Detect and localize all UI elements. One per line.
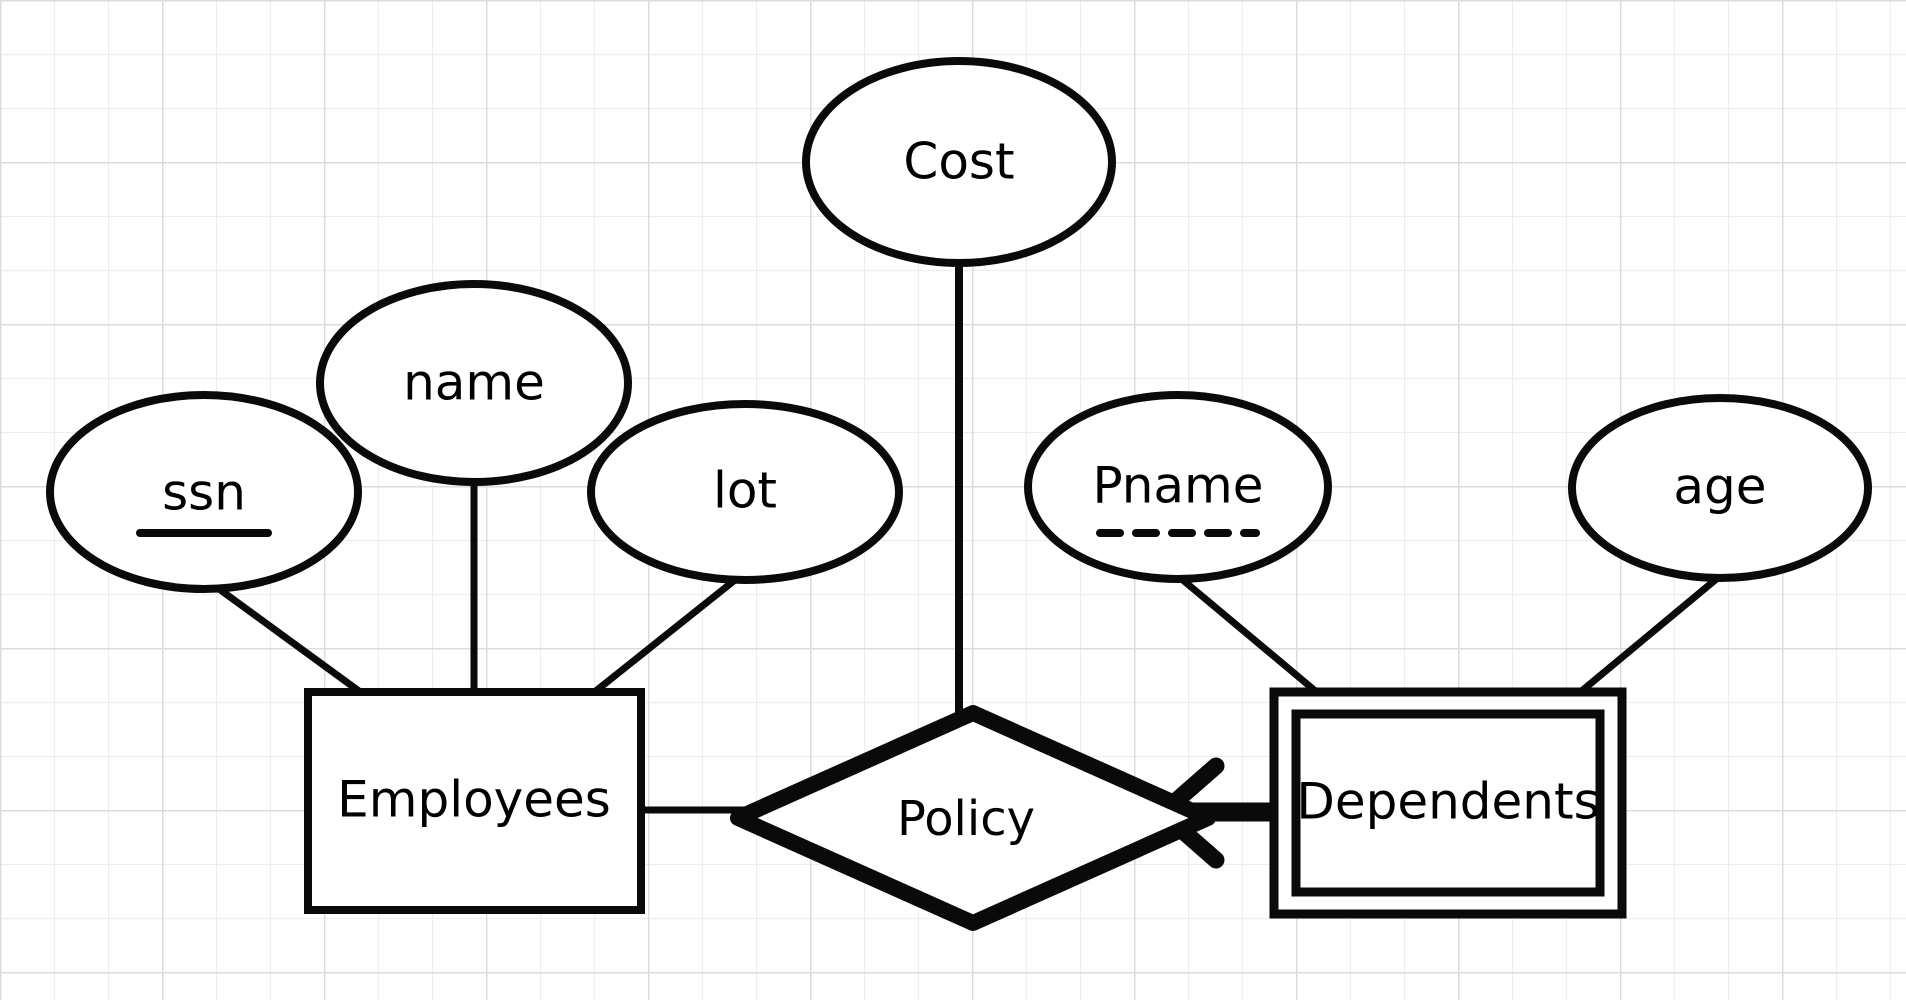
attribute-label-cost: Cost [903,133,1014,191]
attribute-label-age: age [1673,458,1766,516]
relationship-label-policy: Policy [897,791,1035,847]
attribute-ellipse [46,391,362,593]
attribute-lot[interactable]: lot [587,400,903,584]
attribute-age[interactable]: age [1568,394,1872,582]
entity-dependents[interactable]: Dependents [1269,687,1627,919]
attribute-ellipse [802,57,1116,267]
attribute-label-lot: lot [713,462,777,520]
attribute-label-pname: Pname [1092,457,1263,515]
relationship-diamond [730,705,1216,931]
relationship-policy[interactable]: Policy [730,705,1216,931]
connector-pname-to-dependents[interactable] [1174,572,1323,698]
entity-rectangle [304,688,645,914]
attribute-ellipse [1568,394,1872,582]
connector-group [200,260,1724,814]
attribute-pname[interactable]: Pname [1024,391,1332,583]
entity-rectangle-inner [1291,709,1605,897]
attribute-name[interactable]: name [316,280,632,486]
entity-label-dependents: Dependents [1296,773,1599,831]
connector-lot-to-employees[interactable] [588,568,749,698]
attribute-cost[interactable]: Cost [802,57,1116,267]
attribute-ellipse [316,280,632,486]
entity-label-employees: Employees [337,771,611,829]
entity-employees[interactable]: Employees [304,688,645,914]
connector-age-to-dependents[interactable] [1574,572,1724,698]
attribute-label-ssn: ssn [162,464,246,522]
attribute-ellipse [587,400,903,584]
attribute-label-name: name [403,354,545,412]
attribute-ssn[interactable]: ssn [46,391,362,593]
connector-ssn-to-employees[interactable] [200,574,367,698]
